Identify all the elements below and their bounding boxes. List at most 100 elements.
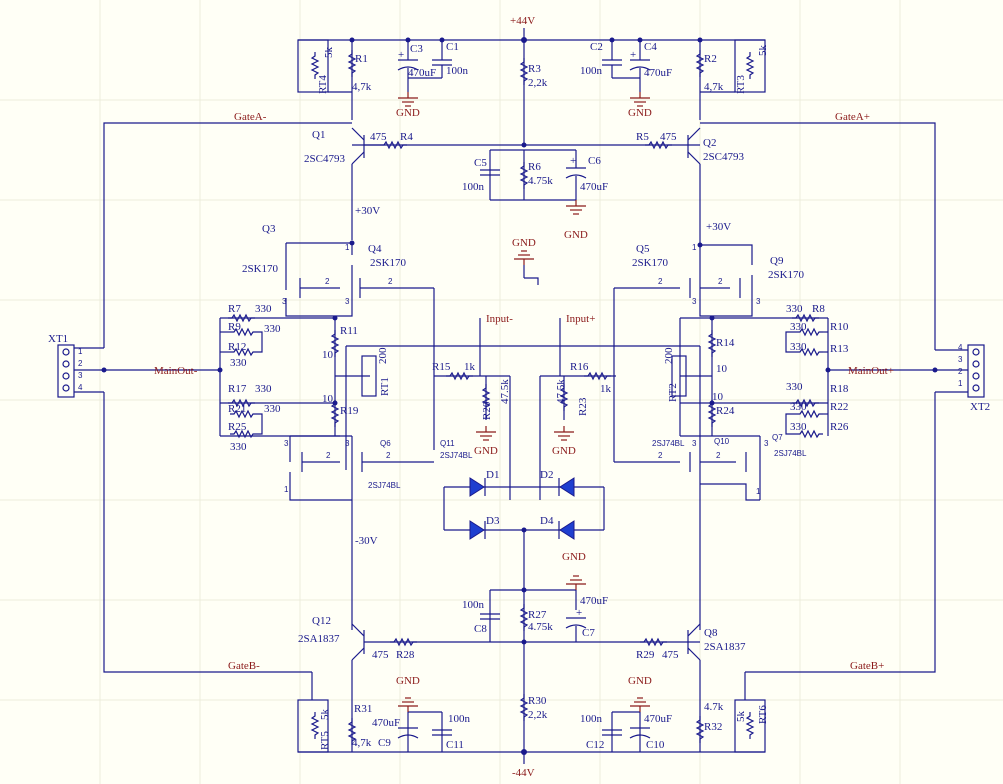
r10-label: R10 — [830, 321, 849, 333]
r6-label: R6 — [528, 161, 541, 173]
q9-part: 2SK170 — [768, 269, 805, 281]
svg-text:+: + — [576, 607, 582, 619]
q10-part: 2SJ74BL — [652, 439, 685, 448]
svg-text:4: 4 — [78, 383, 83, 392]
c6-value: 470uF — [580, 181, 608, 193]
gnd-c3-label: GND — [396, 107, 420, 119]
svg-text:3: 3 — [692, 297, 697, 306]
xt1-connector: XT1 1 2 3 4 — [48, 333, 107, 398]
r7-value: 330 — [255, 303, 272, 315]
c5-label: C5 — [474, 157, 487, 169]
c10-value: 470uF — [644, 713, 672, 725]
r29-label: R29 — [636, 649, 655, 661]
top-left-bias: RT4 5k R1 4,7k + C3 470uF GND C1 100n — [297, 37, 469, 120]
svg-text:1: 1 — [692, 243, 697, 252]
bottom-middle-bias: 100n C8 R27 4.75k + 470uF C7 GND R30 2,2… — [462, 551, 608, 722]
svg-text:2: 2 — [658, 277, 663, 286]
q8-label: Q8 — [704, 627, 718, 639]
r32-label: R32 — [704, 721, 722, 733]
rail-neg44-label: -44V — [512, 767, 535, 779]
xt1-label: XT1 — [48, 333, 68, 345]
r13-label: R13 — [830, 343, 849, 355]
svg-text:+: + — [630, 49, 636, 61]
svg-text:1: 1 — [756, 487, 761, 496]
r1-value: 4,7k — [352, 81, 372, 93]
r18-label: R18 — [830, 383, 849, 395]
gnd-c4-label: GND — [628, 107, 652, 119]
r15-value: 1k — [464, 361, 476, 373]
r12-value: 330 — [230, 357, 247, 369]
r2-label: R2 — [704, 53, 717, 65]
r6-value: 4.75k — [528, 175, 553, 187]
r3-value: 2,2k — [528, 77, 548, 89]
q3-label: Q3 — [262, 223, 276, 235]
gnd-center-label: GND — [512, 237, 536, 249]
svg-text:4: 4 — [958, 343, 963, 352]
gate-a-minus-label: GateA- — [234, 111, 267, 123]
q7-part: 2SJ74BL — [774, 449, 807, 458]
c12-value: 100n — [580, 713, 603, 725]
svg-text:+: + — [398, 49, 404, 61]
svg-text:1: 1 — [345, 243, 350, 252]
input-minus-label: Input- — [486, 313, 513, 325]
c7-value: 470uF — [580, 595, 608, 607]
q11-label: Q11 — [440, 439, 455, 448]
r26-label: R26 — [830, 421, 849, 433]
d3-label: D3 — [486, 515, 500, 527]
pos30-right-label: +30V — [706, 221, 731, 233]
xt2-connector: XT2 4 3 2 1 — [932, 343, 990, 413]
q2-label: Q2 — [703, 137, 716, 149]
gnd-c6-label: GND — [564, 229, 588, 241]
q12-part: 2SA1837 — [298, 633, 340, 645]
left-jfet-pair: Q3 2SK170 Q4 2SK170 2 2 1 3 3 — [242, 223, 435, 450]
q4-label: Q4 — [368, 243, 382, 255]
r13-value: 330 — [790, 341, 807, 353]
c1-label: C1 — [446, 41, 459, 53]
rt3-label: RT3 — [735, 75, 747, 94]
d1-label: D1 — [486, 469, 499, 481]
c12-label: C12 — [586, 739, 604, 751]
r32-value: 4.7k — [704, 701, 724, 713]
q6-label: Q6 — [380, 439, 391, 448]
svg-text:2: 2 — [718, 277, 723, 286]
r22-value: 330 — [790, 401, 807, 413]
r15-label: R15 — [432, 361, 451, 373]
r24-label: R24 — [716, 405, 735, 417]
svg-text:2: 2 — [388, 277, 393, 286]
bottom-rail-44v: -44V — [298, 749, 765, 779]
r20-label: R20 — [481, 401, 493, 420]
svg-text:3: 3 — [284, 439, 289, 448]
q12-label: Q12 — [312, 615, 331, 627]
r17-label: R17 — [228, 383, 247, 395]
q9-label: Q9 — [770, 255, 784, 267]
gate-a-nets: GateA- GateA+ — [103, 111, 936, 350]
gnd-c7-label: GND — [562, 551, 586, 563]
r16-label: R16 — [570, 361, 589, 373]
rt1-label: RT1 — [379, 377, 391, 396]
r17-value: 330 — [255, 383, 272, 395]
r30-label: R30 — [528, 695, 547, 707]
c9-value: 470uF — [372, 717, 400, 729]
d2-label: D2 — [540, 469, 553, 481]
r26-value: 330 — [790, 421, 807, 433]
svg-text:2: 2 — [326, 451, 331, 460]
top-rail-44v: +44V — [298, 15, 765, 43]
c8-value: 100n — [462, 599, 485, 611]
r23-value: 47.5k — [555, 379, 567, 404]
d4-label: D4 — [540, 515, 554, 527]
r21-value: 330 — [264, 403, 281, 415]
right-jfet-pair: Q5 2SK170 Q9 2SK170 2 2 1 3 3 — [613, 242, 805, 462]
r27-value: 4.75k — [528, 621, 553, 633]
q5-label: Q5 — [636, 243, 650, 255]
r2-value: 4,7k — [704, 81, 724, 93]
svg-text:2: 2 — [325, 277, 330, 286]
r24-value: 10 — [712, 391, 724, 403]
q3-part: 2SK170 — [242, 263, 279, 275]
c4-value: 470uF — [644, 67, 672, 79]
c10-label: C10 — [646, 739, 665, 751]
r27-label: R27 — [528, 609, 547, 621]
gnd-r20-label: GND — [474, 445, 498, 457]
c5-value: 100n — [462, 181, 485, 193]
